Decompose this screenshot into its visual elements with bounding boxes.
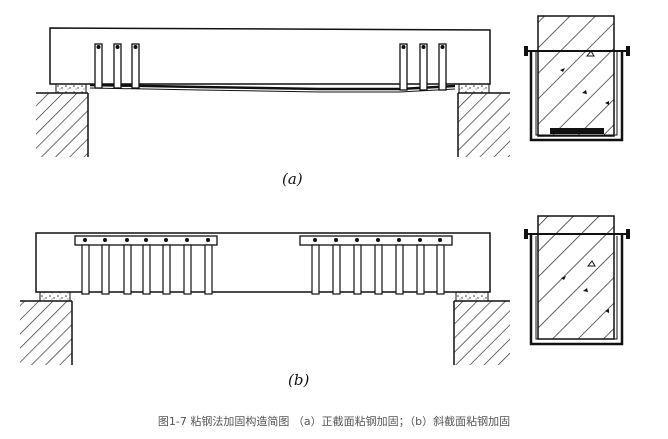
straps-left-b: [81, 244, 213, 295]
figure-caption: 图1-7 粘钢法加固构造简图 （a）正截面粘钢加固；（b）斜截面粘钢加固: [157, 415, 511, 428]
u-straps-right-a: [399, 43, 447, 91]
support-right-b: [454, 301, 510, 365]
label-a: (a): [282, 170, 303, 188]
support-left-a: [36, 93, 88, 157]
top-plate-right-b: [299, 235, 453, 246]
beam-elevation-b: [20, 232, 510, 365]
u-straps-left-a: [94, 43, 140, 89]
bolts-b: [83, 238, 442, 242]
cross-section-a: [524, 15, 630, 142]
cross-section-b: [524, 215, 630, 346]
straps-right-b: [311, 244, 445, 295]
label-b: (b): [288, 371, 310, 389]
support-left-b: [20, 301, 72, 365]
support-right-a: [458, 93, 510, 157]
beam-elevation-a: [36, 27, 510, 157]
beam-body-a: [49, 27, 491, 85]
bottom-steel-plate-a: [89, 83, 456, 91]
